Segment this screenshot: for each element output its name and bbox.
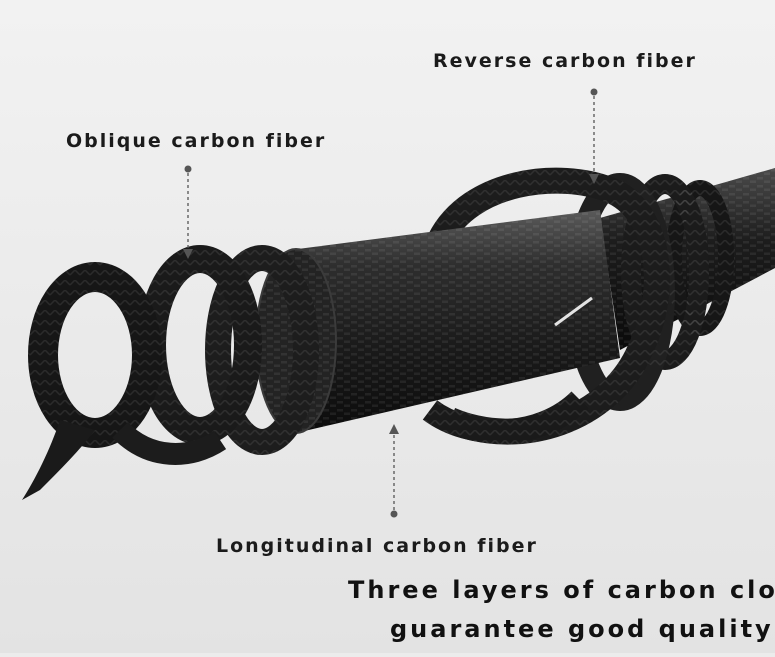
tagline-line-1: Three layers of carbon cloth [348,576,775,604]
oblique-fiber-spiral [22,245,319,500]
longitudinal-tube [255,210,620,434]
tagline-line-2: guarantee good quality [390,615,774,643]
longitudinal-fiber-label: Longitudinal carbon fiber [216,535,538,557]
pointer-lines [183,88,599,518]
reverse-fiber-label: Reverse carbon fiber [433,50,697,72]
oblique-fiber-label: Oblique carbon fiber [66,130,327,152]
